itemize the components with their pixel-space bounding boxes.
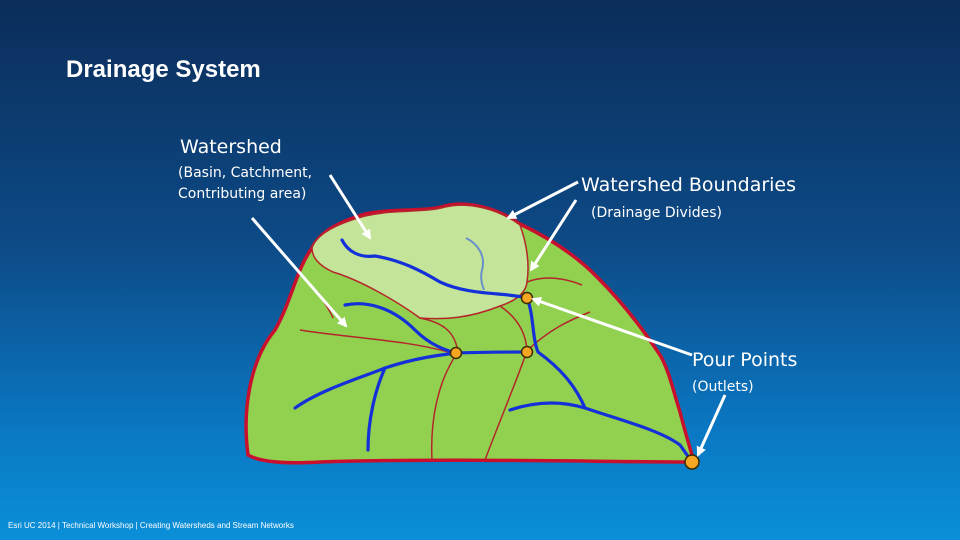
- subbasin-divides: [299, 277, 591, 461]
- stream-line: [293, 350, 529, 410]
- watershed-sublabel-line2: Contributing area): [178, 186, 307, 202]
- callout-arrows: [250, 174, 727, 457]
- arrow-boundary-top: [506, 180, 579, 220]
- stream-line: [508, 401, 587, 412]
- watershed-label: Watershed: [180, 136, 282, 158]
- streams: [293, 238, 694, 464]
- pour-points-label: Pour Points: [692, 349, 798, 371]
- boundaries-sublabel: (Drainage Divides): [591, 205, 722, 221]
- divide-line: [526, 311, 591, 352]
- stream-line: [525, 296, 694, 464]
- pour-point: [520, 291, 534, 305]
- pour-point: [449, 346, 463, 360]
- pour-points-sublabel: (Outlets): [692, 379, 754, 395]
- minor-stream: [465, 237, 485, 291]
- pour-point: [520, 345, 534, 359]
- divide-line: [484, 350, 528, 461]
- arrow-watershed-lower: [250, 217, 348, 328]
- divide-line: [299, 329, 456, 355]
- stream-line: [366, 366, 387, 452]
- arrow-boundary-right: [529, 199, 578, 272]
- stream-line: [343, 302, 458, 355]
- stream-line: [340, 238, 529, 300]
- slide-title: Drainage System: [66, 56, 261, 83]
- watershed-sublabel-line1: (Basin, Catchment,: [178, 165, 313, 181]
- divide-line: [430, 351, 459, 461]
- arrow-pour-point-outlet: [696, 394, 727, 457]
- arrow-pour-point-mid: [531, 296, 693, 357]
- footer-text: Esri UC 2014 | Technical Workshop | Crea…: [8, 521, 294, 530]
- divide-line: [526, 277, 583, 286]
- arrow-watershed-upper: [328, 174, 372, 240]
- boundaries-label: Watershed Boundaries: [581, 174, 797, 196]
- pour-point: [684, 454, 700, 470]
